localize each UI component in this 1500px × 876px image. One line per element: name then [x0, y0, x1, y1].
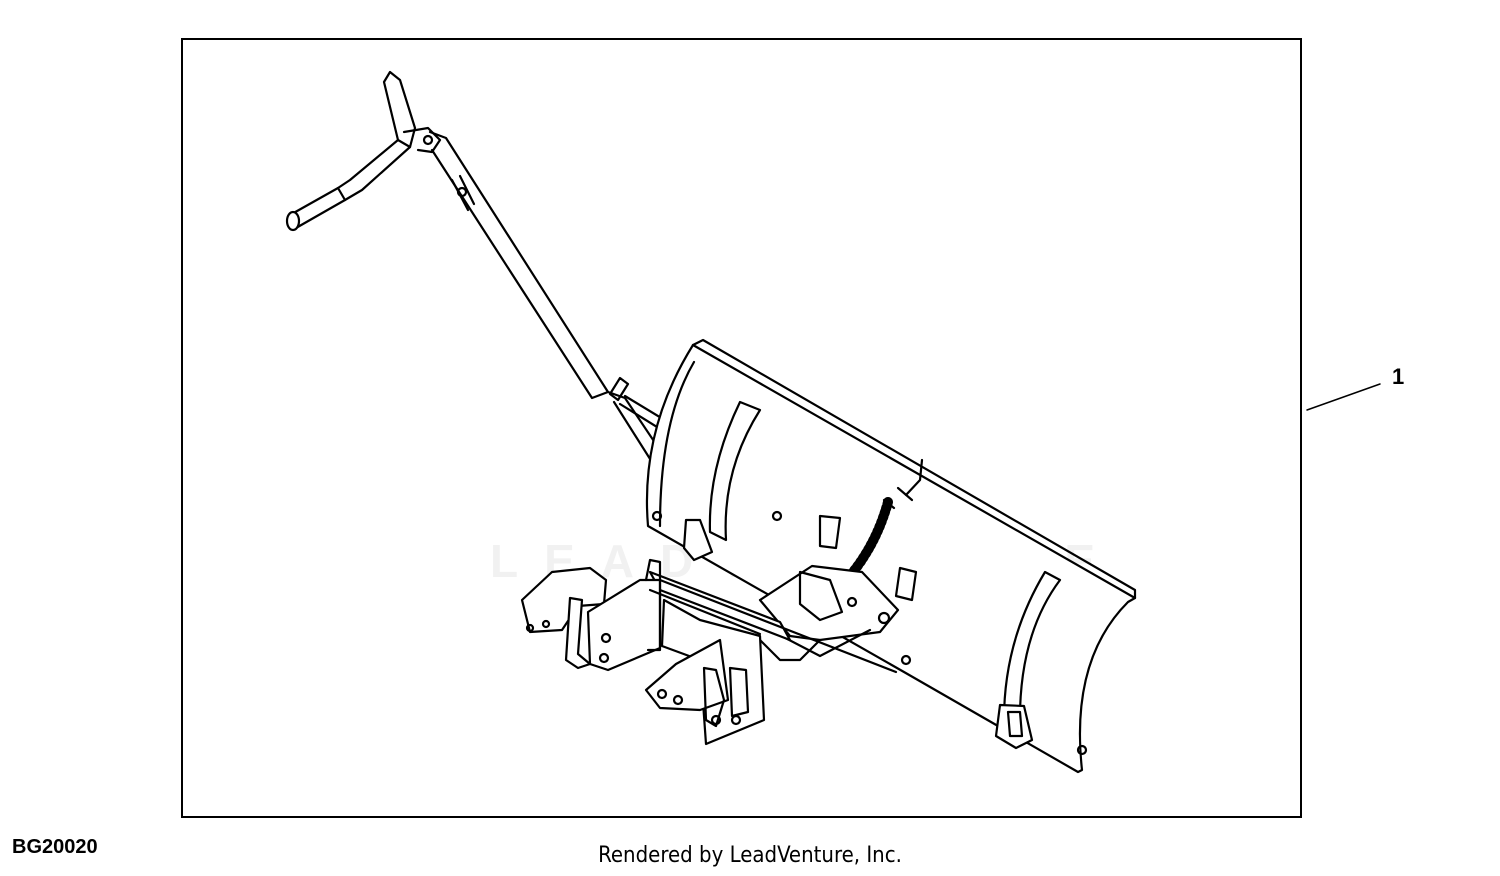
mount-plates — [520, 558, 766, 746]
pivot-bracket — [648, 514, 918, 674]
diagram-frame — [181, 38, 1302, 818]
render-credit: Rendered by LeadVenture, Inc. — [598, 843, 902, 868]
callout-label-1: 1 — [1392, 364, 1405, 389]
figure-id: BG20020 — [12, 836, 98, 858]
blade-moldboard — [645, 338, 1137, 774]
callout-leader — [1306, 383, 1381, 411]
